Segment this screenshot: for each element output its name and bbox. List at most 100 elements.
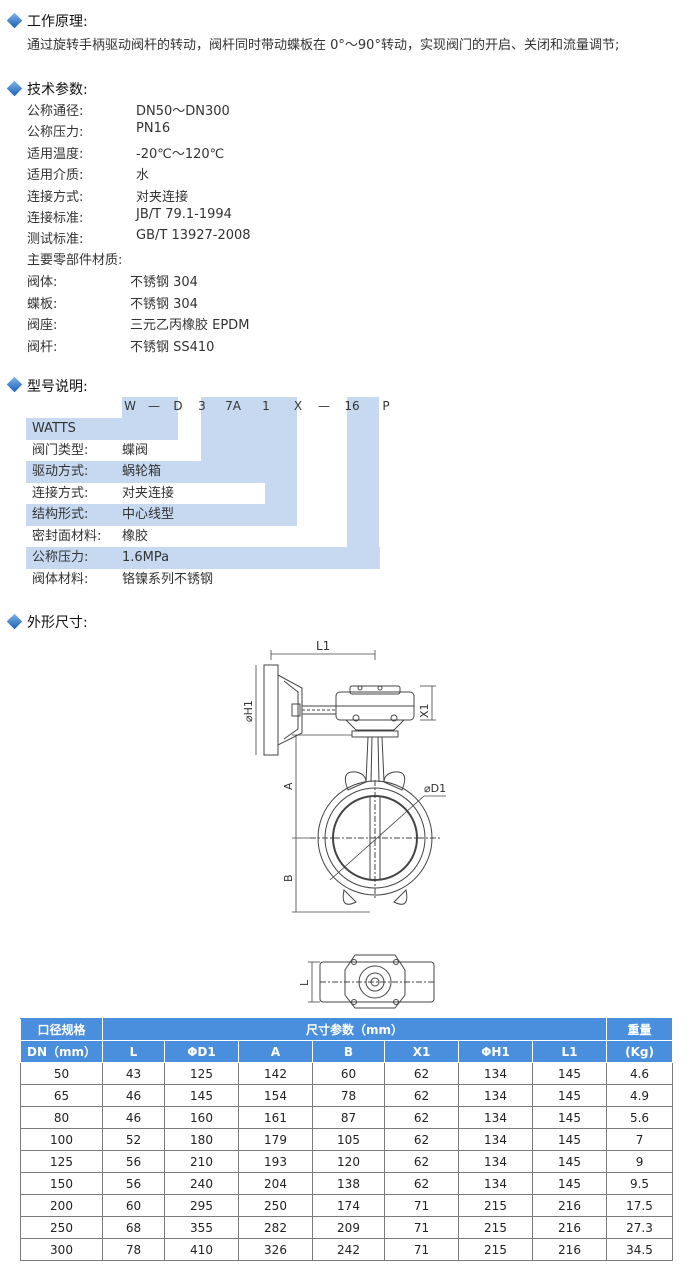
model-row-label: 阀体材料: (32, 571, 89, 587)
table-cell: 34.5 (606, 1238, 674, 1261)
spec-value: JB/T 79.1-1994 (136, 207, 232, 222)
table-cell: 71 (384, 1216, 459, 1239)
dim-label-d1: ⌀D1 (424, 782, 446, 795)
material-label: 阀体: (27, 275, 58, 290)
dim-label-a: A (282, 782, 295, 790)
table-cell: 410 (164, 1238, 239, 1261)
model-code-column (233, 397, 265, 483)
table-cell: 145 (531, 1172, 608, 1195)
table-cell: 62 (384, 1128, 459, 1151)
table-cell: 78 (312, 1084, 385, 1107)
material-value: 不锈钢 304 (130, 275, 198, 290)
table-cell: 80 (20, 1106, 103, 1129)
spec-label: 适用介质: (27, 168, 84, 184)
header-dn-bottom: DN（mm） (20, 1040, 103, 1063)
model-row-label: 驱动方式: (32, 464, 89, 479)
table-cell: 9 (606, 1150, 674, 1173)
table-cell: 210 (164, 1150, 239, 1173)
model-row-value: 对夹连接 (122, 485, 175, 501)
dimensions-title: 外形尺寸: (27, 615, 88, 631)
table-cell: 174 (312, 1194, 385, 1217)
model-row-value: 蜗轮箱 (122, 464, 162, 479)
model-code-char: 16 (344, 399, 360, 413)
table-cell: 87 (312, 1106, 385, 1129)
table-cell: 105 (312, 1128, 385, 1151)
table-cell: 50 (20, 1062, 103, 1085)
table-cell: 216 (531, 1194, 608, 1217)
table-cell: 71 (384, 1238, 459, 1261)
model-row-label: 结构形式: (32, 507, 89, 522)
table-cell: 216 (531, 1216, 608, 1239)
table-cell: 134 (458, 1106, 533, 1129)
model-row-label: 连接方式: (32, 485, 89, 501)
table-cell: 4.6 (606, 1062, 674, 1085)
model-row: WATTS (26, 418, 178, 440)
table-cell: 145 (531, 1062, 608, 1085)
model-row-value: 1.6MPa (122, 550, 170, 565)
model-row: 阀门类型:蝶阀 (26, 440, 153, 462)
table-cell: 150 (20, 1172, 103, 1195)
spec-value: GB/T 13927-2008 (136, 228, 251, 244)
dim-label-l: L (298, 979, 311, 986)
dim-label-h1: ⌀H1 (242, 700, 255, 722)
model-code-column (347, 397, 379, 569)
model-code-char: 3 (198, 399, 206, 413)
model-code-char: 1 (262, 399, 270, 413)
model-row-label: WATTS (32, 421, 76, 436)
principle-title: 工作原理: (27, 14, 88, 30)
table-cell: 215 (458, 1194, 533, 1217)
header-dim-3: B (312, 1040, 385, 1063)
model-row-value: 中心线型 (122, 507, 175, 522)
header-dim-2: A (238, 1040, 313, 1063)
model-code-char: P (382, 399, 390, 413)
dim-label-l1: L1 (316, 639, 330, 653)
material-value: 不锈钢 SS410 (130, 339, 215, 355)
model-code-char: — (148, 399, 160, 413)
spec-value: -20℃～120℃ (136, 146, 225, 162)
table-cell: 134 (458, 1150, 533, 1173)
material-value: 不锈钢 304 (130, 296, 198, 312)
material-label: 蝶板: (27, 296, 58, 312)
header-weight-bottom: (Kg) (606, 1040, 674, 1063)
model-row-label: 密封面材料: (32, 528, 102, 544)
model-row: 密封面材料:橡胶 (26, 526, 347, 548)
model-row: 结构形式: 中心线型 (26, 504, 297, 526)
table-cell: 282 (238, 1216, 313, 1239)
table-cell: 242 (312, 1238, 385, 1261)
handwheel-rect (263, 664, 279, 756)
model-row-value: 蝶阀 (122, 442, 149, 458)
model-code-char: W (124, 399, 136, 413)
table-cell: 145 (164, 1084, 239, 1107)
model-row-label: 公称压力: (32, 550, 89, 565)
table-cell: 65 (20, 1084, 103, 1107)
material-label: 阀杆: (27, 339, 58, 355)
table-cell: 215 (458, 1216, 533, 1239)
table-cell: 145 (531, 1084, 608, 1107)
spec-label: 连接方式: (27, 189, 84, 205)
table-cell: 160 (164, 1106, 239, 1129)
table-cell: 250 (238, 1194, 313, 1217)
section-diamond-icon (6, 12, 23, 29)
table-cell: 125 (20, 1150, 103, 1173)
model-code-char: D (173, 399, 183, 413)
table-cell: 60 (102, 1194, 165, 1217)
table-cell: 154 (238, 1084, 313, 1107)
spec-label: 适用温度: (27, 146, 84, 162)
table-cell: 180 (164, 1128, 239, 1151)
specs-title: 技术参数: (27, 82, 88, 98)
table-cell: 56 (102, 1172, 165, 1195)
table-cell: 240 (164, 1172, 239, 1195)
table-cell: 62 (384, 1150, 459, 1173)
table-cell: 216 (531, 1238, 608, 1261)
table-cell: 179 (238, 1128, 313, 1151)
table-cell: 46 (102, 1106, 165, 1129)
header-dim-1: ΦD1 (164, 1040, 239, 1063)
table-cell: 145 (531, 1106, 608, 1129)
dim-label-b: B (282, 874, 295, 882)
model-row: 驱动方式: 蜗轮箱 (26, 461, 233, 483)
